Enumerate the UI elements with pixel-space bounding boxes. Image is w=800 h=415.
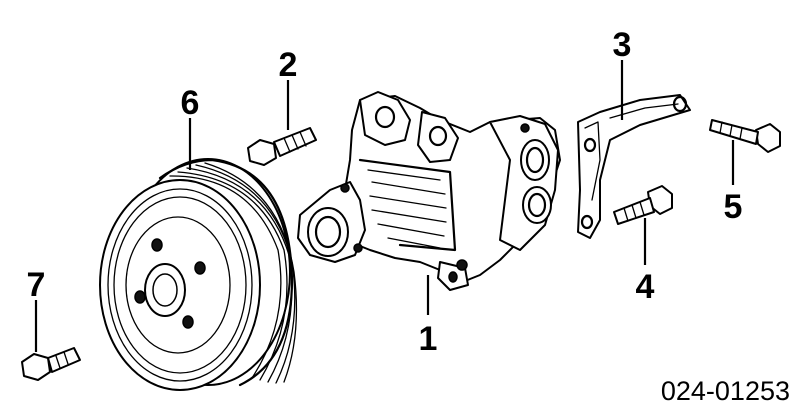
bracket-drawing [577,94,691,239]
callout-6: 6 [181,84,200,122]
pulley-drawing [99,158,298,391]
bolt-2-drawing [247,127,317,166]
water-pump-drawing [297,91,561,291]
diagram-id: 024-01253 [661,376,790,406]
callout-7: 7 [27,266,46,304]
callout-4: 4 [636,268,655,306]
bolt-5-drawing [709,119,781,153]
callout-2: 2 [279,46,298,84]
callout-1: 1 [419,320,438,358]
bolt-4-drawing [613,185,673,225]
leader-lines [34,60,735,352]
bolt-7-drawing [21,347,81,381]
callout-3: 3 [613,26,632,64]
callout-5: 5 [724,188,743,226]
